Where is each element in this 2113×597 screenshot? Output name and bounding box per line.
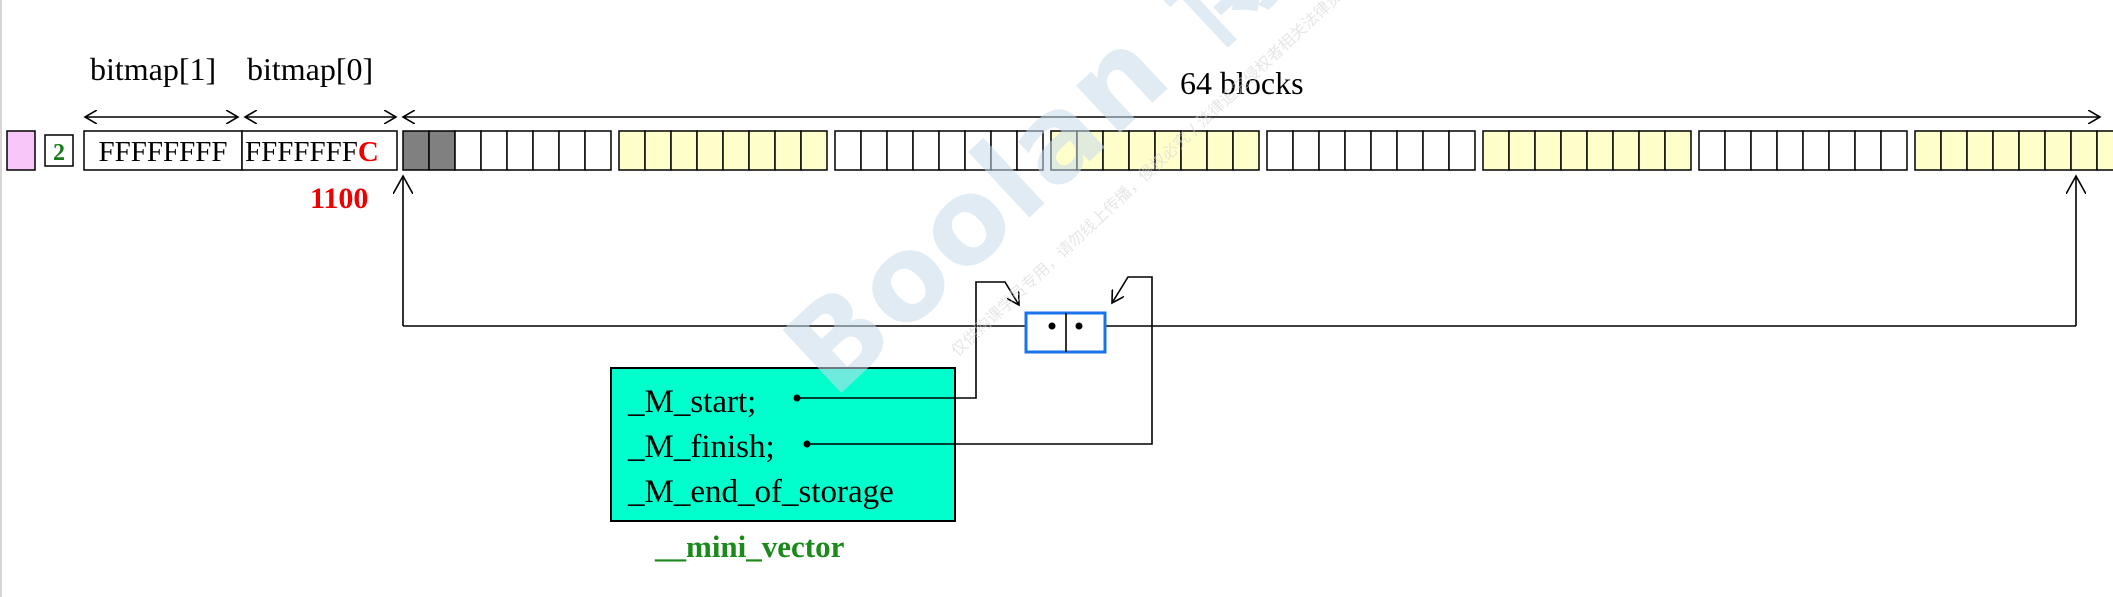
block-cell <box>696 130 724 171</box>
block-cell <box>800 130 828 171</box>
block-cell <box>532 130 560 171</box>
block-cell <box>1232 130 1260 171</box>
block-cell <box>1586 130 1614 171</box>
block-cell-used <box>402 130 430 171</box>
bitmap0-prefix: FFFFFFF <box>245 136 358 168</box>
block-cell <box>1102 130 1130 171</box>
block-cell <box>1050 130 1078 171</box>
block-cell <box>1180 130 1208 171</box>
pointer-dot-left <box>1048 322 1056 330</box>
bitmap0-label: bitmap[0] <box>247 51 373 87</box>
block-cell <box>1154 130 1182 171</box>
block-cell <box>1698 130 1726 171</box>
block-cell <box>1318 130 1346 171</box>
block-cell <box>1396 130 1424 171</box>
blocks-label: 64 blocks <box>1180 65 1304 101</box>
block-cell <box>886 130 914 171</box>
block-cell <box>1370 130 1398 171</box>
block-cell <box>1638 130 1666 171</box>
member-start: _M_start; <box>627 384 756 420</box>
bitmap0-value: FFFFFFFC <box>245 136 379 168</box>
count-value: 2 <box>53 140 65 166</box>
bitmap0-cell <box>241 130 398 171</box>
block-cell <box>1344 130 1372 171</box>
block-cell <box>860 130 888 171</box>
block-cell <box>1966 130 1994 171</box>
block-cell <box>1292 130 1320 171</box>
block-cell <box>1854 130 1882 171</box>
block-cell <box>584 130 612 171</box>
block-cell <box>1448 130 1476 171</box>
block-cell <box>722 130 750 171</box>
block-cell <box>2044 130 2072 171</box>
block-cell <box>1828 130 1856 171</box>
block-cell <box>2070 130 2098 171</box>
finish-pointer-line <box>807 276 1153 445</box>
left-edge-rule <box>0 0 2 597</box>
blocks-strip <box>402 130 2113 171</box>
block-cell <box>1724 130 1752 171</box>
block-cell <box>454 130 482 171</box>
block-cell <box>480 130 508 171</box>
block-cell <box>1914 130 1942 171</box>
block-cell <box>1880 130 1908 171</box>
count-box <box>44 134 74 167</box>
block-cell <box>1422 130 1450 171</box>
member-finish: _M_finish; <box>627 429 775 465</box>
pointer-dot-right <box>1075 322 1083 330</box>
block-cell <box>912 130 940 171</box>
block-cell <box>748 130 776 171</box>
block-cell <box>1776 130 1804 171</box>
block-cell <box>964 130 992 171</box>
block-cell <box>1940 130 1968 171</box>
block-cell <box>2096 130 2113 171</box>
block-cell <box>1206 130 1234 171</box>
block-cell <box>1664 130 1692 171</box>
block-cell <box>1266 130 1294 171</box>
block-cell <box>1534 130 1562 171</box>
binary-label: 1100 <box>310 182 368 215</box>
block-cell <box>1560 130 1588 171</box>
block-cell <box>670 130 698 171</box>
mini-vector-name: __mini_vector <box>654 529 845 564</box>
pink-header-box <box>6 130 36 171</box>
block-cell <box>618 130 646 171</box>
block-cell <box>1612 130 1640 171</box>
block-cell <box>1128 130 1156 171</box>
block-cell <box>1508 130 1536 171</box>
member-end-of-storage: _M_end_of_storage <box>627 474 894 510</box>
block-cell-used <box>428 130 456 171</box>
start-pointer-line <box>797 281 1019 399</box>
bitmap1-label: bitmap[1] <box>90 51 216 87</box>
block-cell <box>990 130 1018 171</box>
block-cell <box>1750 130 1778 171</box>
block-cell <box>1482 130 1510 171</box>
block-cell <box>1992 130 2020 171</box>
block-cell <box>834 130 862 171</box>
block-cell <box>506 130 534 171</box>
block-cell <box>558 130 586 171</box>
bitmap0-last-digit: C <box>358 136 379 168</box>
block-cell <box>938 130 966 171</box>
block-cell <box>1076 130 1104 171</box>
block-cell <box>1016 130 1044 171</box>
bitmap1-value: FFFFFFFF <box>98 136 227 168</box>
block-cell <box>2018 130 2046 171</box>
block-cell <box>1802 130 1830 171</box>
block-cell <box>644 130 672 171</box>
block-cell <box>774 130 802 171</box>
